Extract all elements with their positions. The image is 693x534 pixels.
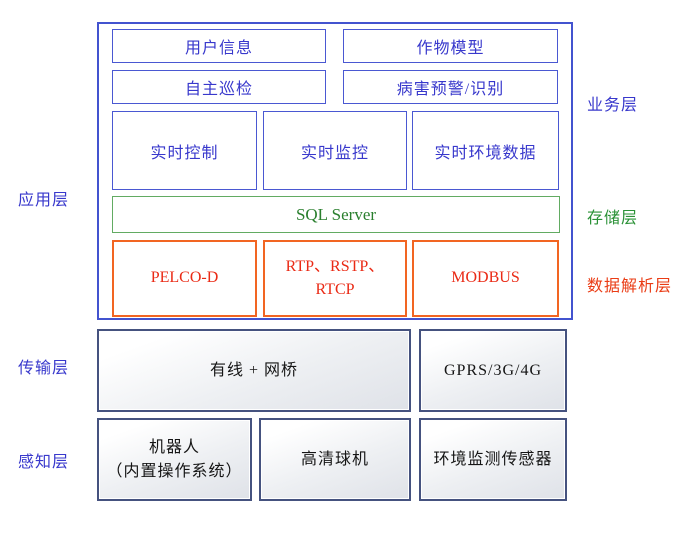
robot-label-line2: （内置操作系统）: [106, 462, 243, 480]
box-gprs-3g-4g: GPRS/3G/4G: [419, 329, 567, 412]
label-transmission-layer: 传输层: [18, 360, 70, 377]
box-realtime-monitoring: 实时监控: [263, 111, 407, 190]
label-perception-layer: 感知层: [18, 454, 70, 471]
robot-label-line1: 机器人: [148, 439, 200, 457]
label-storage-layer: 存储层: [587, 210, 639, 227]
box-wired-bridge: 有线 + 网桥: [97, 329, 411, 412]
box-user-info: 用户信息: [112, 29, 326, 63]
box-env-sensor: 环境监测传感器: [419, 418, 567, 501]
box-auto-inspection: 自主巡检: [112, 70, 326, 104]
box-disease-warning: 病害预警/识别: [343, 70, 558, 104]
box-hd-dome-camera: 高清球机: [259, 418, 411, 501]
box-realtime-env-data: 实时环境数据: [412, 111, 559, 190]
box-sql-server: SQL Server: [112, 196, 560, 233]
box-crop-model: 作物模型: [343, 29, 558, 63]
label-business-layer: 业务层: [587, 97, 639, 114]
box-modbus: MODBUS: [412, 240, 559, 317]
box-robot: 机器人 （内置操作系统）: [97, 418, 252, 501]
label-application-layer: 应用层: [18, 192, 70, 209]
box-pelco-d: PELCO-D: [112, 240, 257, 317]
box-realtime-control: 实时控制: [112, 111, 257, 190]
label-data-parsing-layer: 数据解析层: [587, 278, 673, 295]
box-rtp-rstp-rtcp: RTP、RSTP、RTCP: [263, 240, 407, 317]
